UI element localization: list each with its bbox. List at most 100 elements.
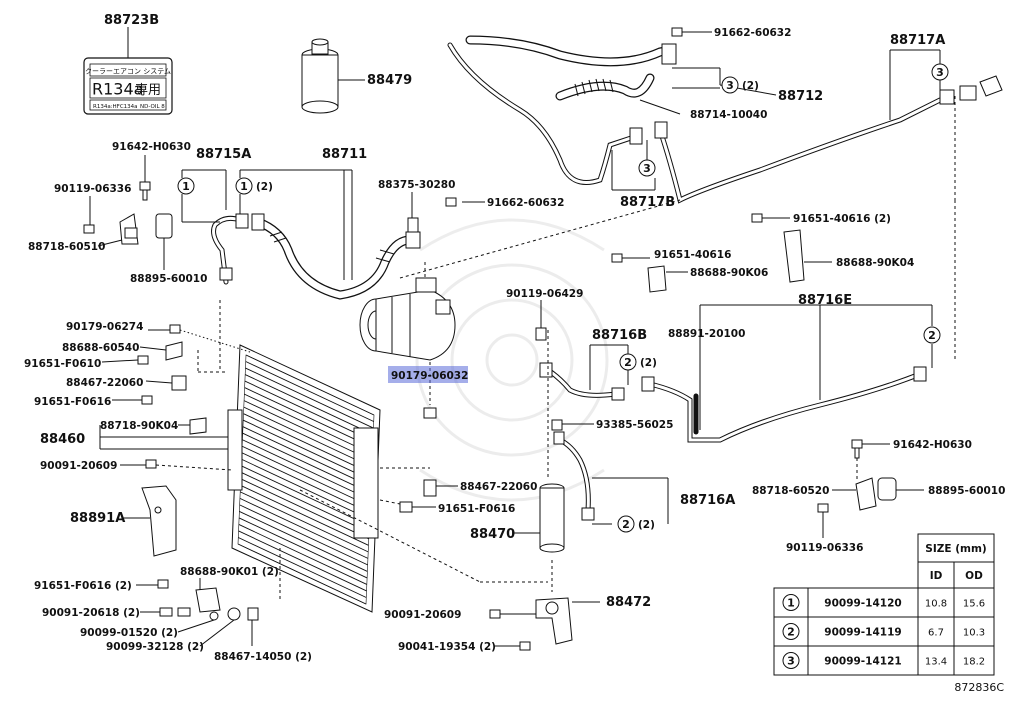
part-label-90179-06032[interactable]: 90179-06032 — [391, 370, 468, 382]
bolt-90091-20618-pair[interactable] — [159, 607, 191, 617]
part-label-88716B[interactable]: 88716B — [592, 328, 647, 343]
part-label-93385-56025[interactable]: 93385-56025 — [596, 419, 673, 431]
part-label-91651-F0616b[interactable]: 91651-F0616 — [438, 503, 515, 515]
part-label-90099-01520-2[interactable]: 90099-01520 (2) — [80, 627, 178, 639]
part-label-88467-22060b[interactable]: 88467-22060 — [460, 481, 537, 493]
part-label-88467-14050-2[interactable]: 88467-14050 (2) — [214, 651, 312, 663]
bracket-88688-90K01[interactable] — [195, 587, 221, 613]
part-label-91651-40616[interactable]: 91651-40616 — [654, 249, 731, 261]
part-label-90091-20609b[interactable]: 90091-20609 — [384, 609, 461, 621]
oil-can-part[interactable] — [301, 38, 339, 114]
part-label-90091-20618-2[interactable]: 90091-20618 (2) — [42, 607, 140, 619]
part-label-88716A[interactable]: 88716A — [680, 493, 735, 508]
cushion-88895-60010-right[interactable] — [877, 477, 897, 501]
part-label-90099-32128-2[interactable]: 90099-32128 (2) — [106, 641, 204, 653]
part-label-88711[interactable]: 88711 — [322, 147, 367, 162]
bolt-91651-40616[interactable] — [611, 253, 623, 263]
condenser-fin-line — [238, 530, 367, 592]
bolt-91651-40616-pair[interactable] — [751, 213, 763, 223]
part-label-88470[interactable]: 88470 — [470, 527, 515, 542]
part-label-88688-90K04[interactable]: 88688-90K04 — [836, 257, 914, 269]
liquid-pipe-88716A[interactable] — [553, 431, 595, 521]
circle-ref-2c: 2(2) — [617, 515, 655, 533]
bolt-90119-06336-left[interactable] — [83, 224, 95, 234]
bolt-90119-06429[interactable] — [535, 327, 547, 341]
bolt-91662-60632[interactable] — [445, 197, 457, 207]
bolt-90041-19354[interactable] — [519, 641, 531, 651]
bolt-90091-20609-right[interactable] — [489, 609, 501, 619]
bolt-90119-06336-right[interactable] — [817, 503, 829, 513]
compressor-88320[interactable] — [359, 277, 456, 361]
part-label-90179-06274[interactable]: 90179-06274 — [66, 321, 143, 333]
part-label-91651-40616-2[interactable]: 91651-40616 (2) — [793, 213, 891, 225]
nut-90179-06274[interactable] — [169, 324, 181, 334]
part-label-88688-90K01-2[interactable]: 88688-90K01 (2) — [180, 566, 279, 578]
part-label-88714-10040[interactable]: 88714-10040 — [690, 109, 767, 121]
nut-90179-06032[interactable] — [423, 407, 437, 419]
part-label-91662-60632b[interactable]: 91662-60632 — [487, 197, 564, 209]
discharge-pipe-88715A[interactable] — [211, 213, 249, 285]
part-label-91642-H0630b[interactable]: 91642-H0630 — [893, 439, 972, 451]
part-label-91651-F0616a[interactable]: 91651-F0616 — [34, 396, 111, 408]
part-label-91651-F0616-2[interactable]: 91651-F0616 (2) — [34, 580, 132, 592]
bolt-90091-20609-left[interactable] — [145, 459, 157, 469]
part-label-88723B[interactable]: 88723B — [104, 13, 159, 28]
clamp-88718-60510[interactable] — [119, 213, 139, 245]
part-label-88717A[interactable]: 88717A — [890, 33, 945, 48]
part-label-88718-60520[interactable]: 88718-60520 — [752, 485, 829, 497]
discharge-hose-88711[interactable] — [251, 213, 421, 300]
bracket-88472[interactable] — [535, 597, 573, 645]
part-label-90119-06429[interactable]: 90119-06429 — [506, 288, 583, 300]
bolt-91662-60632-top[interactable] — [671, 27, 683, 37]
washer-90099-32128[interactable] — [227, 607, 241, 621]
part-label-88895-60010a[interactable]: 88895-60010 — [130, 273, 207, 285]
part-label-88472[interactable]: 88472 — [606, 595, 651, 610]
receiver-dryer-88470[interactable] — [539, 483, 565, 553]
part-label-88479[interactable]: 88479 — [367, 73, 412, 88]
part-label-88375-30280[interactable]: 88375-30280 — [378, 179, 455, 191]
clamp-88718-60520[interactable] — [855, 477, 877, 511]
suction-hose-assembly[interactable] — [447, 35, 1003, 204]
part-label-88712[interactable]: 88712 — [778, 89, 823, 104]
part-label-91642-H0630a[interactable]: 91642-H0630 — [112, 141, 191, 153]
liquid-pipe-88716E[interactable] — [641, 366, 927, 443]
bolt-91642-H0630-right[interactable] — [851, 439, 863, 459]
cushion-88467-22060-right[interactable] — [423, 479, 437, 497]
part-label-88688-90K06[interactable]: 88688-90K06 — [690, 267, 768, 279]
bracket-88688-90K04[interactable] — [783, 229, 805, 283]
part-label-90119-06336a[interactable]: 90119-06336 — [54, 183, 131, 195]
valve-88375-30280[interactable] — [407, 217, 419, 233]
part-label-88460[interactable]: 88460 — [40, 432, 85, 447]
washer-90099-01520[interactable] — [209, 611, 219, 621]
part-label-91662-60632a[interactable]: 91662-60632 — [714, 27, 791, 39]
bolt-93385-56025[interactable] — [551, 419, 563, 431]
part-label-88688-60540[interactable]: 88688-60540 — [62, 342, 139, 354]
part-label-90091-20609a[interactable]: 90091-20609 — [40, 460, 117, 472]
part-label-88895-60010b[interactable]: 88895-60010 — [928, 485, 1005, 497]
part-label-88716E[interactable]: 88716E — [798, 293, 852, 308]
bolt-91651-F0616-pair[interactable] — [157, 579, 169, 589]
bolt-91651-F0616-right[interactable] — [399, 501, 413, 513]
refrigerant-label-sticker[interactable]: クーラーエアコン システム R134a 専用 R134a:HFC134a ND-… — [83, 57, 173, 115]
part-label-88715A[interactable]: 88715A — [196, 147, 251, 162]
part-label-91651-F0610[interactable]: 91651-F0610 — [24, 358, 101, 370]
liquid-pipe-88716B[interactable] — [539, 362, 625, 401]
clamp-88718-90K04[interactable] — [189, 417, 207, 435]
part-label-88718-90K04[interactable]: 88718-90K04 — [100, 420, 178, 432]
bolt-91651-F0610[interactable] — [137, 355, 149, 365]
part-label-90041-19354-2[interactable]: 90041-19354 (2) — [398, 641, 496, 653]
bracket-88891A[interactable] — [141, 485, 177, 557]
cushion-88895-60010-left[interactable] — [155, 213, 173, 239]
part-label-88717B[interactable]: 88717B — [620, 195, 675, 210]
bolt-91651-F0616-left[interactable] — [141, 395, 153, 405]
part-label-88718-60510[interactable]: 88718-60510 — [28, 241, 105, 253]
bolt-91642-H0630-left[interactable] — [139, 181, 151, 201]
cushion-88467-14050[interactable] — [247, 607, 259, 621]
part-label-90119-06336b[interactable]: 90119-06336 — [786, 542, 863, 554]
part-label-88891-20100[interactable]: 88891-20100 — [668, 328, 745, 340]
bracket-88688-90K06[interactable] — [647, 265, 667, 293]
cushion-88467-22060-left[interactable] — [171, 375, 187, 391]
bracket-88688-60540[interactable] — [165, 341, 183, 361]
part-label-88467-22060a[interactable]: 88467-22060 — [66, 377, 143, 389]
part-label-88891A[interactable]: 88891A — [70, 511, 125, 526]
